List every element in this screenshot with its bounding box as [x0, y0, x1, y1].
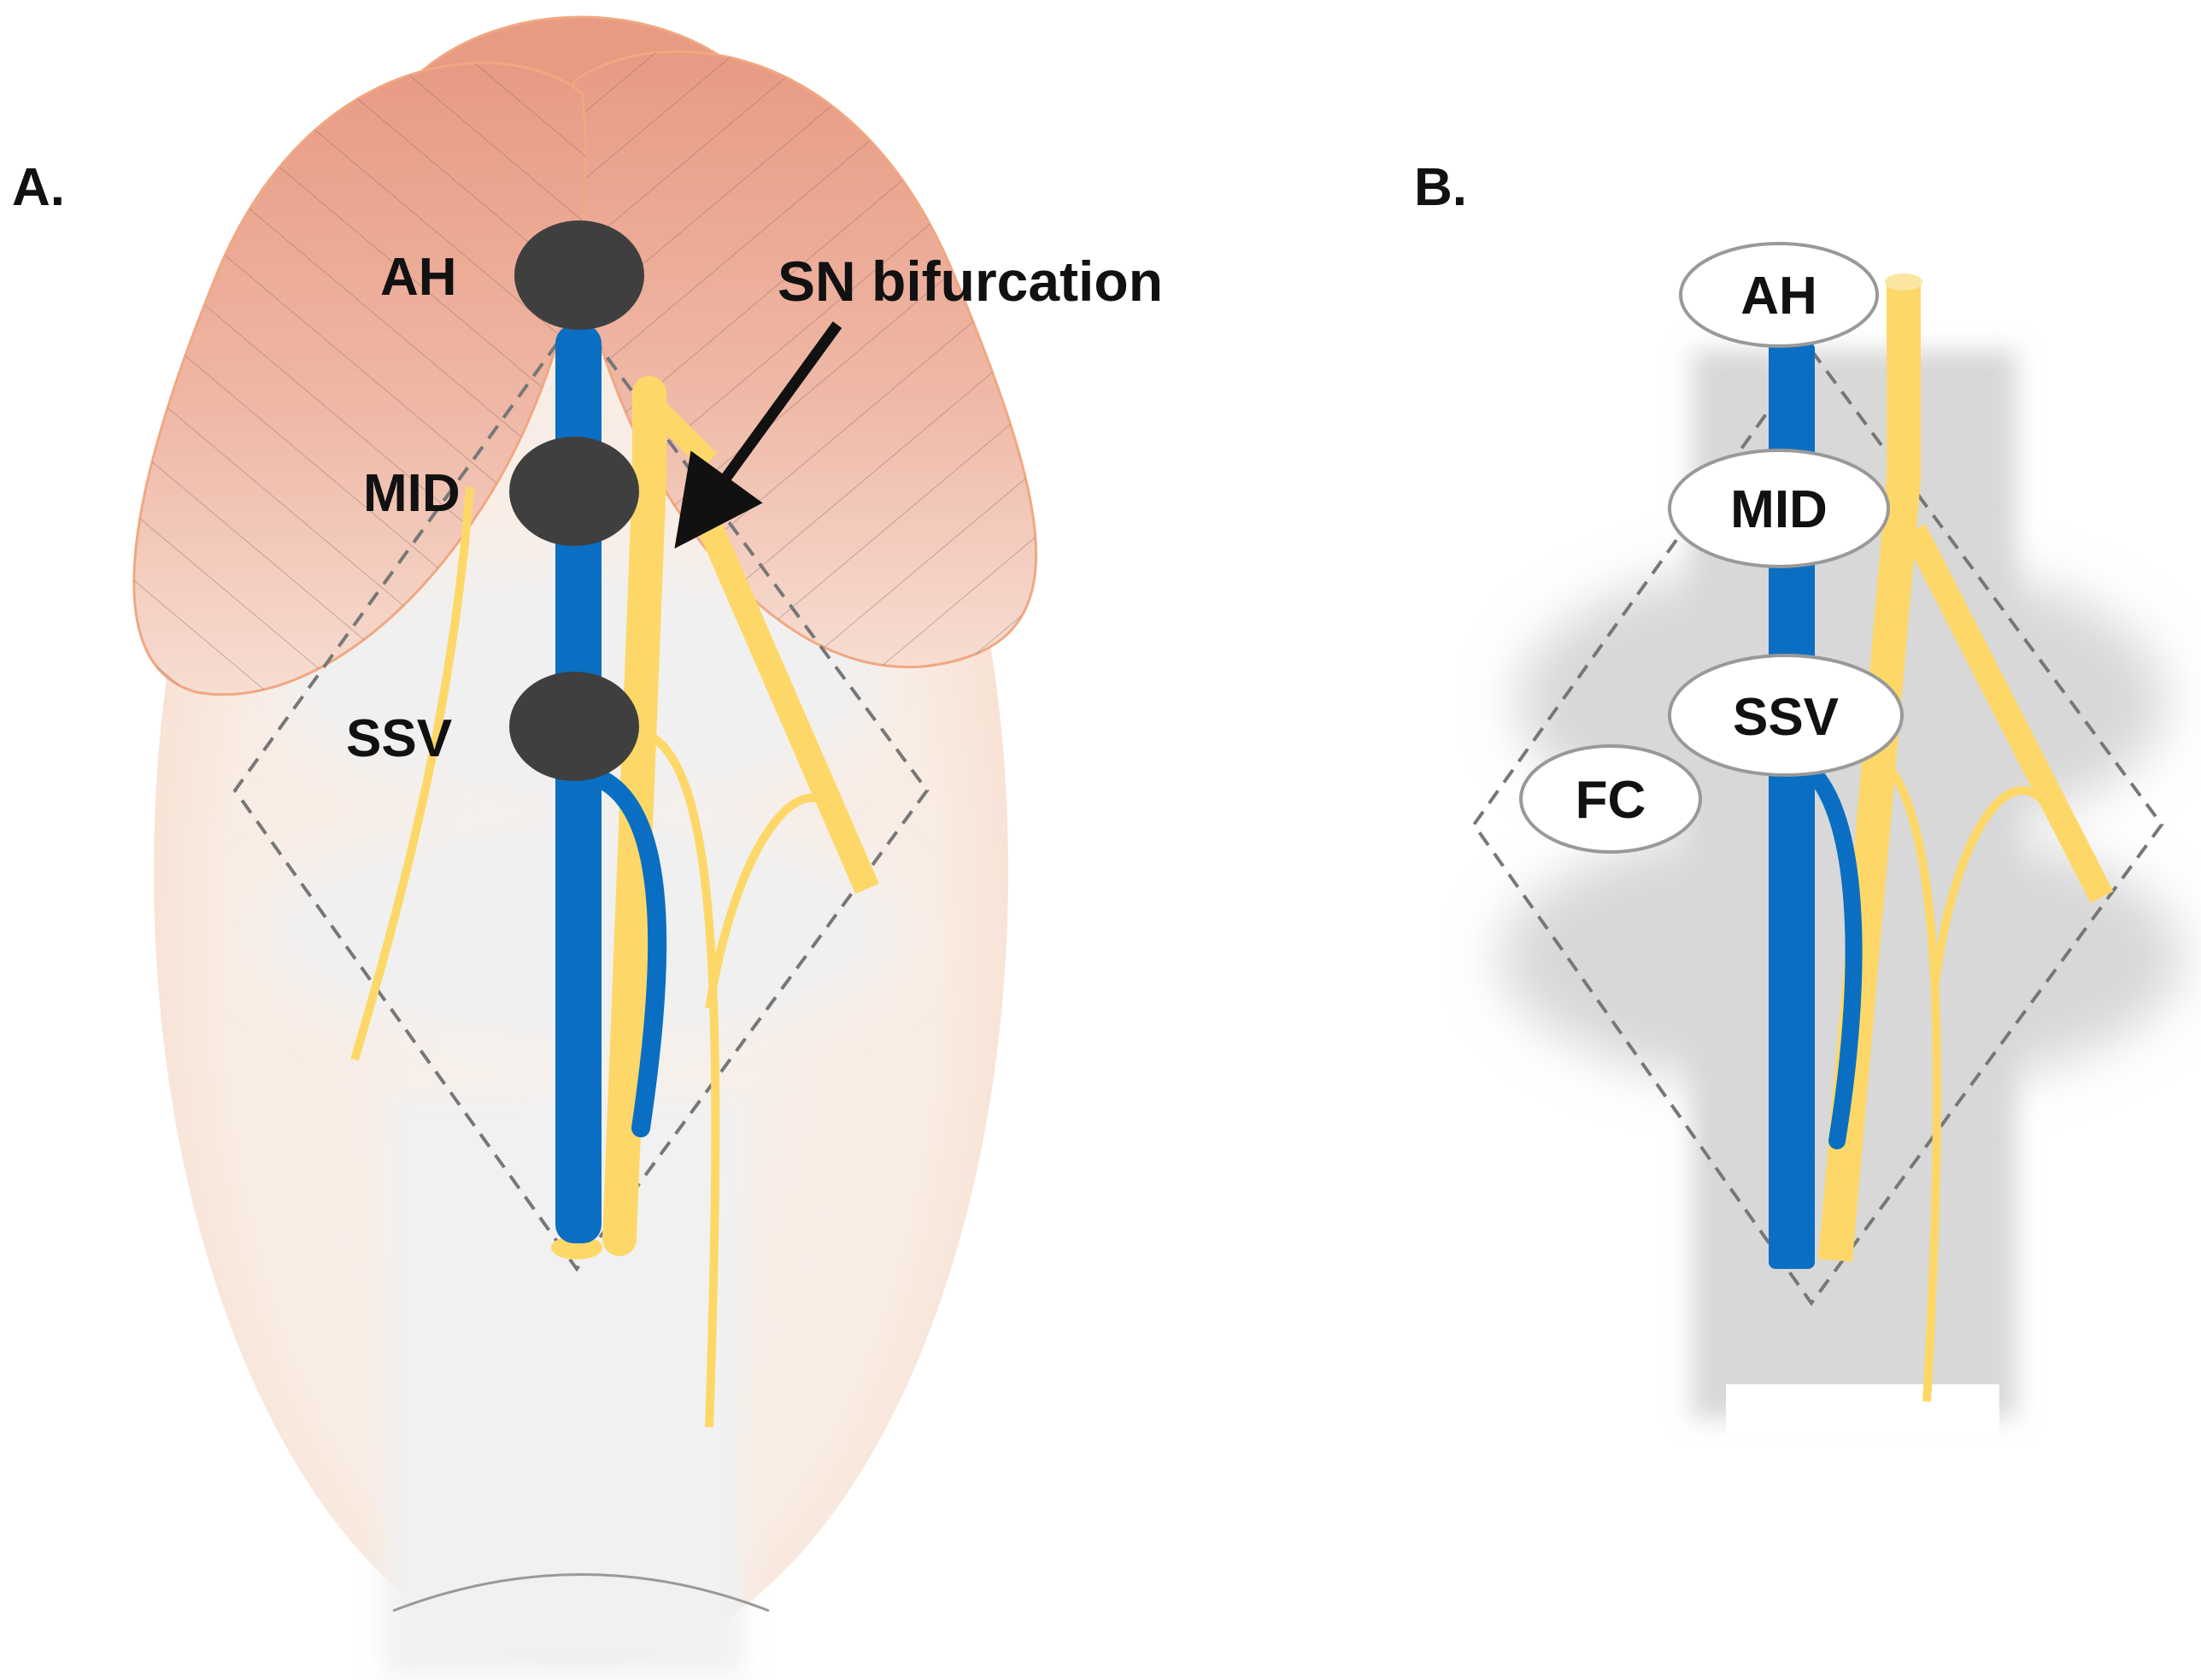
- site-label-mid: MID: [363, 464, 461, 523]
- site-oval-fc: FC: [1519, 744, 1702, 854]
- panel-b: B. AH MID: [1414, 158, 2183, 1436]
- site-b-label-fc: FC: [1576, 771, 1646, 830]
- site-label-ssv: SSV: [346, 709, 452, 768]
- site-b-label-ssv: SSV: [1733, 688, 1839, 747]
- sural-nerve-branch: [647, 731, 720, 1428]
- site-label-ah: AH: [380, 248, 457, 307]
- popliteal-fossa-outline: [232, 313, 930, 1272]
- injection-site-ah: AH: [380, 220, 644, 330]
- popliteal-fossa-outline-b: [1471, 347, 2164, 1307]
- injection-site-mid: MID: [363, 437, 639, 546]
- annotation-arrow: [674, 321, 842, 549]
- panel-a: A.: [12, 15, 1163, 1675]
- site-oval-ssv: SSV: [1668, 654, 1904, 777]
- panel-b-label: B.: [1414, 158, 1467, 217]
- medial-cutaneous-nerve: [350, 486, 474, 1061]
- small-saphenous-vein: [555, 325, 667, 1243]
- injection-site-ssv: SSV: [346, 672, 639, 781]
- site-b-label-ah: AH: [1740, 267, 1817, 326]
- site-oval-ah: AH: [1679, 242, 1879, 348]
- common-peroneal-nerve: [684, 490, 879, 894]
- panel-a-label: A.: [12, 158, 65, 217]
- lateral-cutaneous-branch: [705, 793, 846, 1009]
- sciatic-nerve: [350, 376, 879, 1428]
- site-b-label-mid: MID: [1730, 480, 1828, 539]
- site-oval-mid: MID: [1668, 449, 1890, 568]
- calf-bottom-edge: [392, 1573, 770, 1612]
- annotation-label: SN bifurcation: [778, 250, 1163, 313]
- small-saphenous-vein-b: [1769, 342, 1863, 1269]
- saphenous-tributary: [589, 768, 667, 1137]
- sn-bifurcation-annotation: SN bifurcation: [674, 250, 1163, 549]
